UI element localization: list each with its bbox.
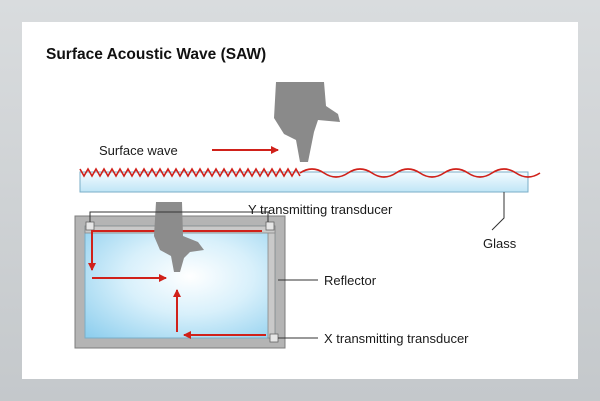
reflector-strip-right (267, 225, 276, 339)
saw-diagram (74, 82, 541, 349)
surface-wave-damped (299, 168, 541, 178)
x-transducer-block (269, 333, 279, 343)
diagram-panel: Surface Acoustic Wave (SAW) Surface wave… (22, 22, 578, 379)
x-transducer-label: X transmitting transducer (324, 331, 469, 346)
surface-wave-label: Surface wave (99, 143, 178, 158)
surface-wave-zigzag (79, 167, 301, 178)
reflector-label: Reflector (324, 273, 377, 288)
glass-plate (79, 171, 529, 193)
y-transducer-label: Y transmitting transducer (248, 202, 393, 217)
glass-leader-line (491, 192, 505, 231)
y-wave-path-arrow (88, 230, 262, 271)
diagram-title: Surface Acoustic Wave (SAW) (46, 46, 267, 63)
y-transducer-block (265, 221, 275, 231)
y-transducer-leader (89, 211, 269, 222)
glass-label: Glass (483, 236, 517, 251)
y-receiver-block (85, 221, 95, 231)
hand-icon (274, 82, 340, 162)
hand-on-screen-icon (154, 202, 204, 272)
